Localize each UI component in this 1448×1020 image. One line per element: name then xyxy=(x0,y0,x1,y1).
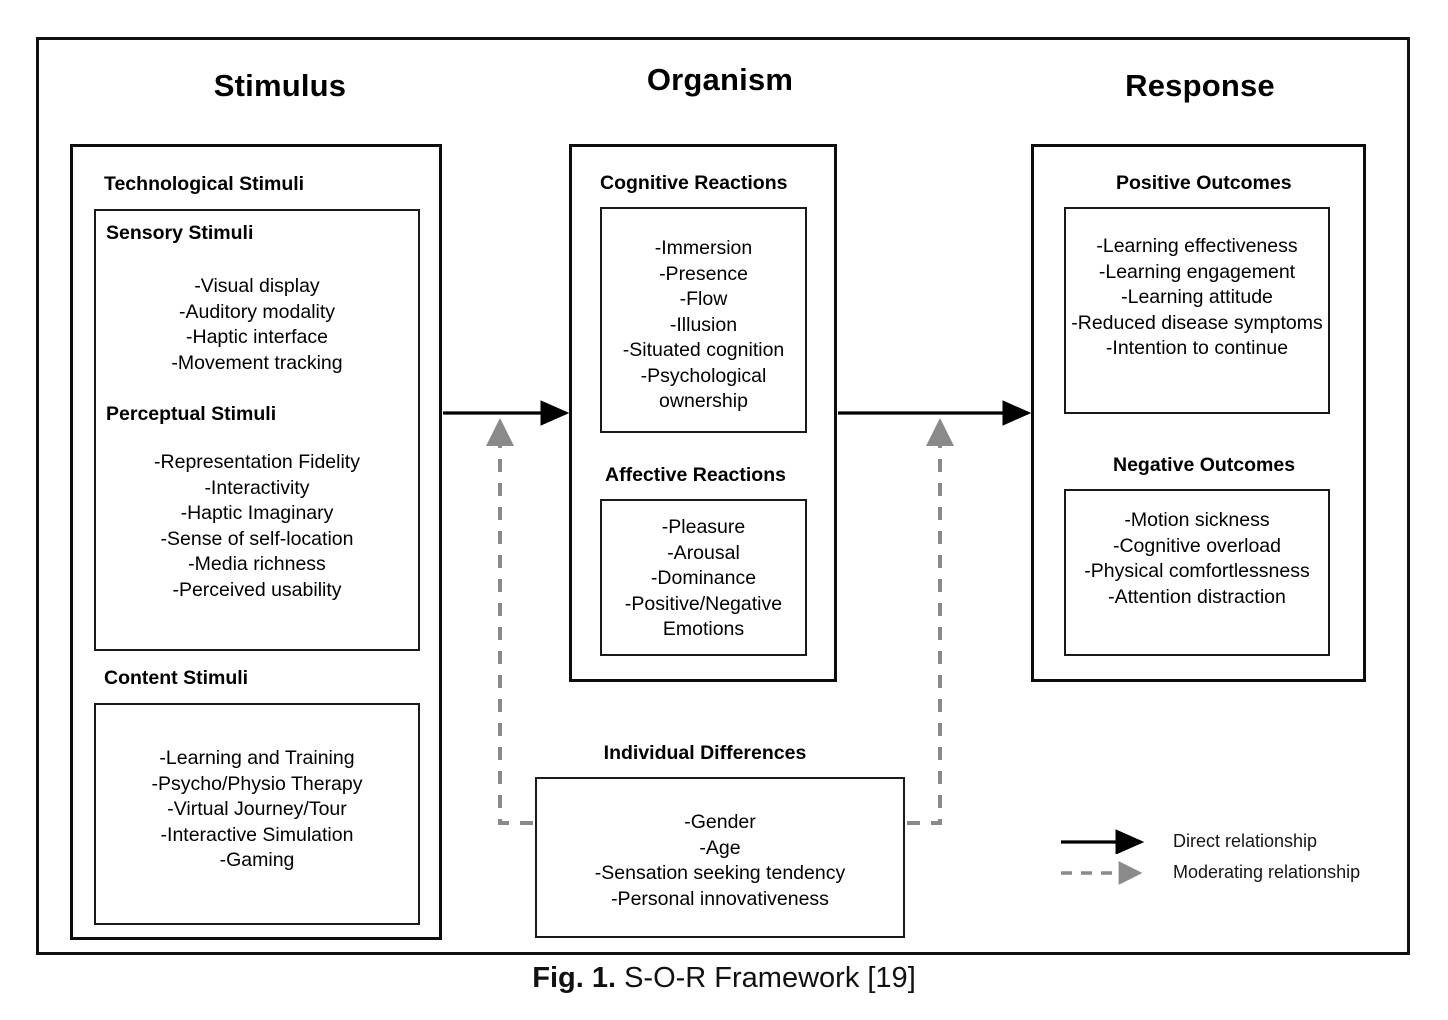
list-item: -Gaming xyxy=(219,849,295,871)
list-item: -Positive/Negative Emotions xyxy=(624,592,783,641)
list-item: -Illusion xyxy=(669,313,738,336)
legend-label-direct: Direct relationship xyxy=(1173,831,1318,851)
list-item: -Attention distraction xyxy=(1108,585,1286,608)
list-item: -Interactivity xyxy=(204,476,310,499)
legend-label-moderating: Moderating relationship xyxy=(1173,862,1361,882)
technological-stimuli-box xyxy=(94,209,420,651)
list-item: -Learning attitude xyxy=(1121,286,1273,308)
list-item: -Motion sickness xyxy=(1124,509,1270,531)
list-item: -Virtual Journey/Tour xyxy=(167,798,347,820)
list-item: -Flow xyxy=(679,288,728,310)
column-heading-stimulus: Stimulus xyxy=(213,68,347,103)
perceptual-stimuli-title: Perceptual Stimuli xyxy=(106,403,277,425)
list-item: -Sense of self-location xyxy=(160,527,354,550)
legend-row-moderating: Moderating relationship xyxy=(1055,859,1375,890)
content-stimuli-box xyxy=(94,703,420,925)
list-item: -Personal innovativeness xyxy=(611,887,829,910)
caption-text: S-O-R Framework [19] xyxy=(616,962,916,994)
list-item: -Reduced disease symptoms xyxy=(1071,311,1323,334)
caption-label: Fig. 1. xyxy=(532,962,617,994)
list-item: -Sensation seeking tendency xyxy=(594,862,846,884)
individual-differences-title: Individual Differences xyxy=(603,742,807,764)
positive-outcomes-list: -Learning effectiveness -Learning engage… xyxy=(1065,234,1329,362)
list-item: -Auditory modality xyxy=(178,300,336,323)
positive-outcomes-title: Positive Outcomes xyxy=(1116,172,1292,194)
list-item: -Immersion xyxy=(654,237,753,259)
column-heading-organism: Organism xyxy=(646,62,794,97)
list-item: -Learning effectiveness xyxy=(1096,235,1298,257)
list-item: -Age xyxy=(699,836,741,859)
solid-arrow-icon xyxy=(1061,829,1145,854)
sensory-stimuli-title: Sensory Stimuli xyxy=(106,222,254,244)
column-heading-response: Response xyxy=(1125,68,1275,103)
perceptual-stimuli-list: -Representation Fidelity -Interactivity … xyxy=(96,450,418,603)
list-item: -Perceived usability xyxy=(172,578,342,601)
list-item: -Learning engagement xyxy=(1098,260,1296,283)
affective-reactions-title: Affective Reactions xyxy=(605,464,786,486)
negative-outcomes-list: -Motion sickness -Cognitive overload -Ph… xyxy=(1065,508,1329,610)
dashed-arrow-icon xyxy=(1061,861,1143,885)
legend-row-direct: Direct relationship xyxy=(1055,828,1375,859)
sensory-stimuli-list: -Visual display -Auditory modality -Hapt… xyxy=(96,274,418,376)
list-item: -Haptic interface xyxy=(186,326,328,348)
list-item: -Arousal xyxy=(667,541,740,564)
negative-outcomes-box xyxy=(1064,489,1330,656)
content-stimuli-list: -Learning and Training -Psycho/Physio Th… xyxy=(96,746,418,874)
cognitive-reactions-list: -Immersion -Presence -Flow -Illusion -Si… xyxy=(601,236,806,415)
list-item: -Dominance xyxy=(650,567,757,589)
list-item: -Interactive Simulation xyxy=(160,823,354,846)
negative-outcomes-title: Negative Outcomes xyxy=(1113,454,1296,476)
individual-differences-list: -Gender -Age -Sensation seeking tendency… xyxy=(537,810,903,912)
positive-outcomes-box xyxy=(1064,207,1330,414)
cognitive-reactions-title: Cognitive Reactions xyxy=(600,172,788,194)
list-item: -Physical comfortlessness xyxy=(1084,560,1310,582)
list-item: -Psychological ownership xyxy=(640,364,767,413)
figure-caption: Fig. 1. S-O-R Framework [19] xyxy=(0,962,1448,995)
list-item: -Pleasure xyxy=(661,516,746,538)
list-item: -Visual display xyxy=(194,275,320,297)
list-item: -Situated cognition xyxy=(622,339,785,361)
list-item: -Psycho/Physio Therapy xyxy=(151,772,363,795)
list-item: -Presence xyxy=(659,262,748,285)
list-item: -Gender xyxy=(684,811,756,833)
affective-reactions-list: -Pleasure -Arousal -Dominance -Positive/… xyxy=(601,515,806,643)
content-stimuli-title: Content Stimuli xyxy=(104,667,249,689)
list-item: -Learning and Training xyxy=(159,747,355,769)
cognitive-reactions-box xyxy=(600,207,807,433)
technological-stimuli-title: Technological Stimuli xyxy=(104,173,305,195)
list-item: -Representation Fidelity xyxy=(154,451,360,473)
list-item: -Movement tracking xyxy=(171,351,343,374)
affective-reactions-box xyxy=(600,499,807,656)
list-item: -Haptic Imaginary xyxy=(180,502,334,524)
list-item: -Media richness xyxy=(188,553,326,575)
legend: Direct relationship Moderating relations… xyxy=(1055,828,1375,890)
list-item: -Intention to continue xyxy=(1105,337,1289,359)
list-item: -Cognitive overload xyxy=(1112,534,1281,557)
individual-differences-box xyxy=(535,777,905,938)
